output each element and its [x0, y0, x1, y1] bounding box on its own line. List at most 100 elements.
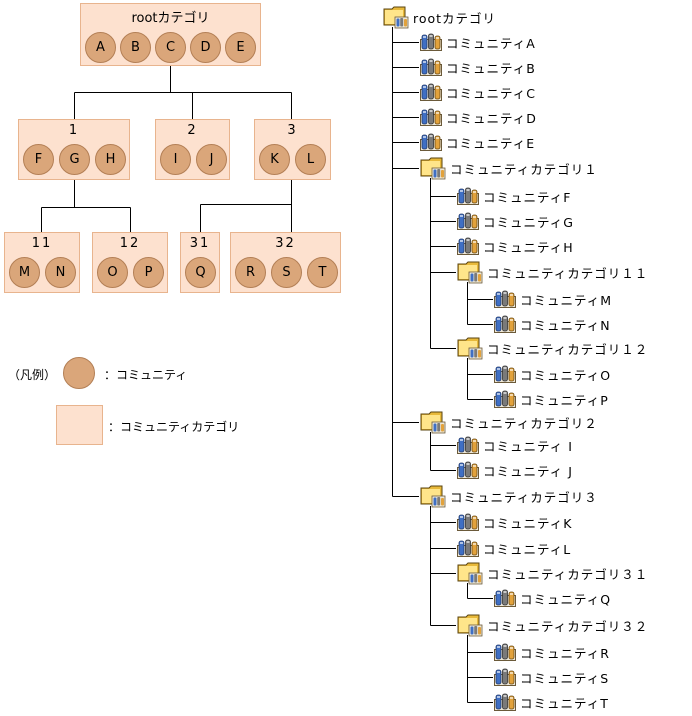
category-12-box: 12 O P	[92, 232, 168, 293]
community-l: L	[295, 144, 326, 175]
tree-item-label: コミュニティL	[483, 541, 572, 557]
community-r: R	[235, 257, 266, 288]
tree-item-label: コミュニティS	[520, 670, 610, 686]
tree-category-item[interactable]: コミュニティカテゴリ３１	[457, 561, 649, 585]
community-icon	[420, 83, 442, 101]
tree-community-item[interactable]: コミュニティ J	[457, 459, 573, 481]
tree-item-label: コミュニティカテゴリ１	[450, 161, 598, 177]
tree-item-label: コミュニティB	[446, 60, 536, 76]
category-2-label: 2	[187, 123, 198, 138]
tree-category-item[interactable]: コミュニティカテゴリ１	[420, 157, 598, 180]
legend-community-swatch	[63, 357, 95, 389]
root-category-box: rootカテゴリ A B C D E	[80, 3, 261, 66]
community-icon	[457, 212, 479, 230]
tree-item-label: コミュニティカテゴリ３	[450, 489, 598, 505]
tree-item-label: コミュニティH	[483, 239, 574, 255]
tree-item-label: コミュニティカテゴリ２	[450, 415, 598, 431]
tree-community-item[interactable]: コミュニティK	[457, 511, 572, 533]
tree-item-label: コミュニティN	[520, 317, 611, 333]
tree-community-item[interactable]: コミュニティB	[420, 56, 536, 78]
tree-category-item[interactable]: コミュニティカテゴリ２	[420, 410, 598, 434]
legend-title: （凡例）	[8, 368, 57, 382]
category-11-label: 11	[31, 236, 53, 251]
tree-community-item[interactable]: コミュニティH	[457, 235, 574, 257]
community-h: H	[95, 144, 126, 175]
tree-community-item[interactable]: コミュニティE	[420, 131, 535, 153]
community-icon	[457, 237, 479, 255]
tree-item-label: コミュニティK	[483, 515, 573, 531]
root-category-label: rootカテゴリ	[131, 11, 210, 26]
legend-category-text: ：コミュニティカテゴリ	[108, 420, 240, 434]
category-folder-icon	[457, 561, 483, 585]
community-k: K	[259, 144, 290, 175]
tree-community-item[interactable]: コミュニティL	[457, 537, 571, 559]
tree-item-label: コミュニティM	[520, 292, 613, 308]
community-icon	[494, 668, 516, 686]
category-1-label: 1	[68, 123, 80, 138]
category-32-label: 32	[275, 236, 296, 251]
tree-category-item[interactable]: コミュニティカテゴリ１１	[457, 260, 649, 284]
tree-item-label: コミュニティC	[446, 85, 536, 101]
tree-item-label: コミュニティカテゴリ３２	[487, 618, 649, 634]
tree-item-label: コミュニティO	[520, 367, 612, 383]
tree-category-item[interactable]: コミュニティカテゴリ３２	[457, 613, 649, 637]
tree-item-label: rootカテゴリ	[413, 10, 497, 26]
community-icon	[457, 539, 479, 557]
community-icon	[457, 461, 479, 479]
tree-item-label: コミュニティカテゴリ１１	[487, 265, 649, 281]
tree-community-item[interactable]: コミュニティD	[420, 106, 537, 128]
tree-item-label: コミュニティP	[520, 392, 609, 408]
tree-community-item[interactable]: コミュニティN	[494, 313, 611, 335]
community-icon	[420, 58, 442, 76]
category-folder-icon	[420, 410, 446, 434]
community-c: C	[155, 32, 186, 63]
category-folder-icon	[383, 5, 409, 29]
community-p: P	[133, 257, 164, 288]
community-icon	[494, 589, 516, 607]
community-icon	[494, 315, 516, 333]
legend-community-text: ：コミュニティ	[104, 368, 188, 382]
community-o: O	[97, 257, 128, 288]
community-f: F	[23, 144, 54, 175]
tree-community-item[interactable]: コミュニティP	[494, 388, 609, 410]
community-icon	[494, 390, 516, 408]
tree-item-label: コミュニティカテゴリ３１	[487, 566, 649, 582]
community-j: J	[196, 144, 227, 175]
community-icon	[457, 513, 479, 531]
tree-community-item[interactable]: コミュニティR	[494, 641, 610, 663]
community-q: Q	[185, 257, 216, 288]
tree-community-item[interactable]: コミュニティM	[494, 288, 612, 310]
tree-category-item[interactable]: コミュニティカテゴリ３	[420, 484, 598, 508]
tree-community-item[interactable]: コミュニティG	[457, 210, 574, 232]
category-1-box: 1 F G H	[18, 119, 130, 180]
tree-category-item[interactable]: コミュニティカテゴリ１２	[457, 336, 648, 360]
tree-community-item[interactable]: コミュニティ I	[457, 434, 573, 456]
tree-item-label: コミュニティA	[446, 35, 536, 51]
tree-item-label: コミュニティR	[520, 645, 610, 661]
community-d: D	[190, 32, 221, 63]
category-folder-icon	[457, 260, 483, 284]
legend-category-swatch	[56, 405, 103, 445]
community-icon	[457, 436, 479, 454]
tree-item-label: コミュニティQ	[520, 591, 612, 607]
community-s: S	[271, 257, 302, 288]
community-icon	[457, 187, 479, 205]
tree-community-item[interactable]: コミュニティS	[494, 666, 609, 688]
tree-community-item[interactable]: コミュニティO	[494, 363, 611, 385]
tree-community-item[interactable]: コミュニティF	[457, 185, 571, 207]
tree-category-item[interactable]: rootカテゴリ	[383, 5, 497, 29]
category-folder-icon	[420, 484, 446, 508]
category-folder-icon	[457, 613, 483, 637]
tree-community-item[interactable]: コミュニティA	[420, 31, 536, 53]
community-icon	[494, 693, 516, 711]
community-a: A	[85, 32, 116, 63]
tree-item-label: コミュニティF	[483, 189, 572, 205]
community-icon	[494, 643, 516, 661]
category-32-box: 32 R S T	[230, 232, 341, 293]
category-folder-icon	[457, 336, 483, 360]
tree-item-label: コミュニティD	[446, 110, 537, 126]
community-n: N	[45, 257, 76, 288]
tree-community-item[interactable]: コミュニティC	[420, 81, 536, 103]
tree-community-item[interactable]: コミュニティT	[494, 691, 609, 713]
tree-community-item[interactable]: コミュニティQ	[494, 587, 611, 609]
